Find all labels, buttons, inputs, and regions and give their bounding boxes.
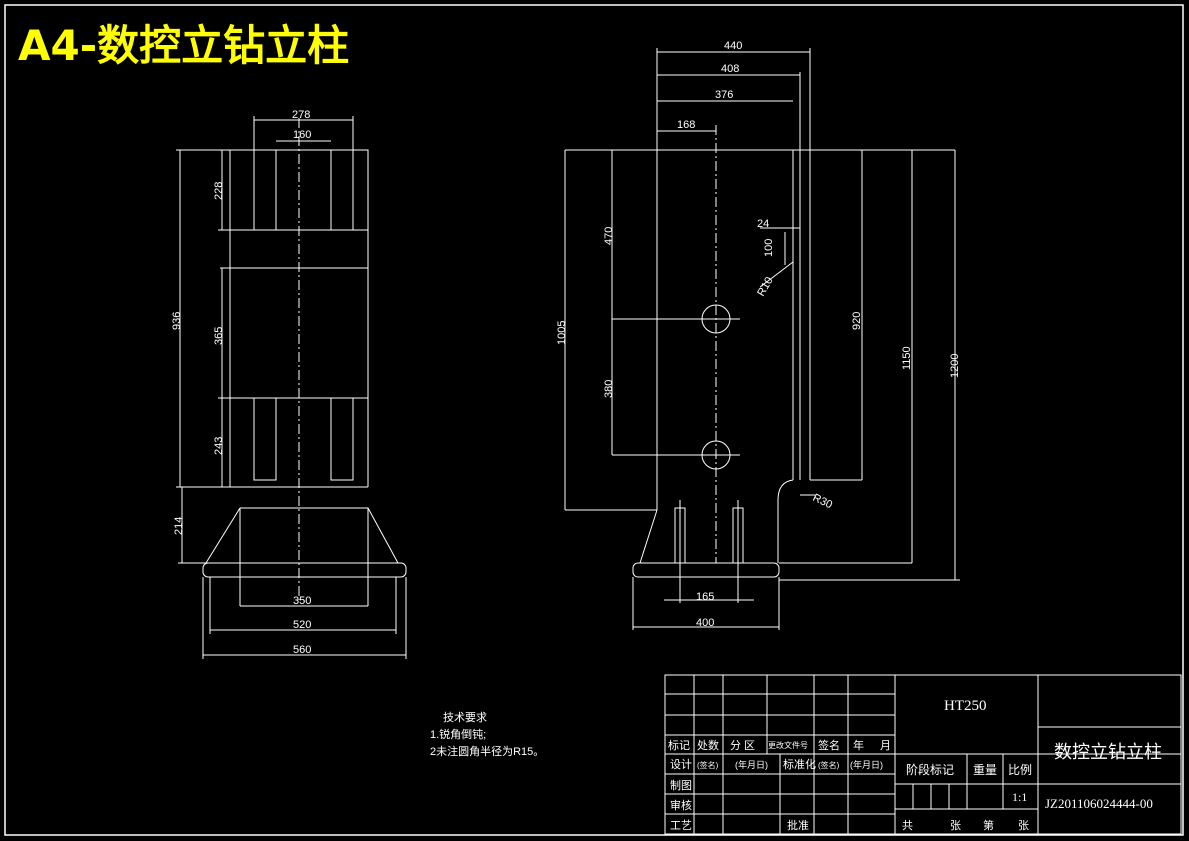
label-sheets-1: 张 <box>950 819 961 832</box>
dim-936: 936 <box>171 312 183 330</box>
dim-920: 920 <box>851 312 863 330</box>
dim-214: 214 <box>173 517 185 535</box>
row-standardize: 标准化 <box>783 757 816 771</box>
header-mark: 标记 <box>668 738 690 752</box>
notes-line-1: 1.锐角倒钝; <box>430 727 486 741</box>
dim-380: 380 <box>603 380 615 398</box>
drawing-number: JZ201106024444-00 <box>1045 796 1153 811</box>
header-year: 年 <box>853 738 864 752</box>
header-sign: 签名 <box>818 738 840 752</box>
dim-376: 376 <box>715 89 733 101</box>
dim-400: 400 <box>696 617 714 629</box>
row-review: 审核 <box>670 798 692 812</box>
row-process: 工艺 <box>670 819 692 832</box>
row-approve: 批准 <box>787 818 809 832</box>
title-block-text: HT250 数控立钻立柱 JZ201106024444-00 1:1 阶段标记 … <box>668 698 1162 832</box>
header-month: 月 <box>880 740 891 752</box>
right-dim-labels: 440 408 376 168 24 100 R10 470 1005 920 … <box>556 40 961 629</box>
dim-440: 440 <box>724 40 742 52</box>
notes-line-2: 2未注圆角半径为R15。 <box>430 744 544 758</box>
notes-heading: 技术要求 <box>443 711 487 724</box>
dim-100: 100 <box>763 239 775 257</box>
label-stage: 阶段标记 <box>906 762 954 777</box>
label-sheet-no: 第 <box>983 818 994 832</box>
dim-520: 520 <box>293 619 311 631</box>
row-std-sign: (签名) <box>818 760 840 770</box>
part-name: 数控立钻立柱 <box>1054 742 1162 762</box>
dim-1005: 1005 <box>556 321 568 345</box>
left-dim-labels: 278 160 228 936 365 243 214 350 520 560 <box>171 109 311 656</box>
left-base <box>205 507 399 564</box>
label-scale: 比例 <box>1008 763 1032 777</box>
label-sheets-2: 张 <box>1018 819 1029 832</box>
row-design: 设计 <box>670 758 692 771</box>
dim-278: 278 <box>292 109 310 121</box>
dim-r10: R10 <box>755 275 775 298</box>
scale-value: 1:1 <box>1012 790 1027 804</box>
row-drawing: 制图 <box>670 779 692 792</box>
label-weight: 重量 <box>973 763 997 777</box>
row-std-date: (年月日) <box>850 759 883 770</box>
dim-24: 24 <box>757 218 769 230</box>
dim-228: 228 <box>213 182 225 200</box>
dim-408: 408 <box>721 63 739 75</box>
dim-1200: 1200 <box>949 354 961 378</box>
row-design-date: (年月日) <box>735 759 768 770</box>
header-count: 处数 <box>697 739 719 752</box>
material: HT250 <box>944 698 987 714</box>
dim-160: 160 <box>293 129 311 141</box>
sheet-border <box>4 4 1184 836</box>
dim-350: 350 <box>293 595 311 607</box>
drawing-title: A4-数控立钻立柱 <box>18 21 349 70</box>
dim-165: 165 <box>696 591 714 603</box>
label-total: 共 <box>902 819 913 832</box>
tech-notes: 技术要求 1.锐角倒钝; 2未注圆角半径为R15。 <box>430 711 544 758</box>
title-block <box>664 674 1182 835</box>
dim-560: 560 <box>293 644 311 656</box>
dim-1150: 1150 <box>901 346 913 370</box>
dim-365: 365 <box>213 327 225 345</box>
left-view <box>176 116 407 659</box>
header-change-doc: 更改文件号 <box>768 740 808 750</box>
dim-470: 470 <box>603 227 615 245</box>
dim-168: 168 <box>677 119 695 131</box>
row-design-sign: (签名) <box>697 760 719 770</box>
right-view <box>564 48 960 630</box>
dim-243: 243 <box>213 437 225 455</box>
header-zone: 分 区 <box>730 739 755 752</box>
dim-r30: R30 <box>811 492 834 511</box>
